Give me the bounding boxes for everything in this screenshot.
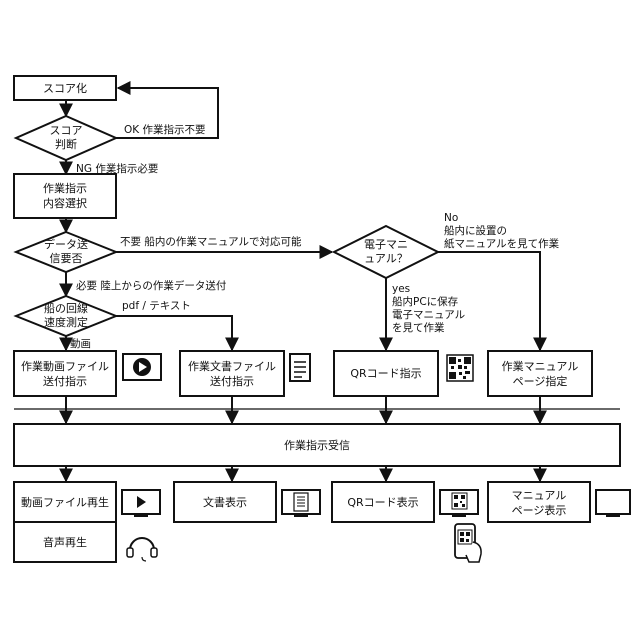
node-manual-display: マニュアル ページ表示 [488,482,590,522]
label-not-needed: 不要 船内の作業マニュアルで対応可能 [120,235,302,248]
node-score: スコア化 [14,76,116,100]
monitor-play-icon [122,490,160,517]
svg-text:作業文書ファイル: 作業文書ファイル [188,359,276,373]
svg-text:作業指示: 作業指示 [43,181,87,195]
node-e-manual: 電子マニ ュアル？ [334,226,438,278]
monitor-blank-icon [596,490,630,517]
smartphone-qr-icon [455,524,481,562]
monitor-document-icon [282,490,320,517]
svg-text:スコア: スコア [50,124,83,137]
node-doc-send: 作業文書ファイル 送付指示 [180,351,284,396]
node-qr-display: QRコード表示 [332,482,434,522]
node-bandwidth: 船の回線 速度測定 [16,296,116,336]
svg-text:送付指示: 送付指示 [43,374,87,388]
svg-text:動画ファイル再生: 動画ファイル再生 [21,495,109,509]
node-audio-play: 音声再生 [14,522,116,562]
node-receive: 作業指示受信 [14,424,620,466]
qr-code-icon [447,355,473,381]
svg-text:音声再生: 音声再生 [43,535,87,549]
svg-text:ページ指定: ページ指定 [513,374,568,388]
svg-text:ページ表示: ページ表示 [512,503,567,517]
svg-text:作業マニュアル: 作業マニュアル [502,360,579,373]
svg-text:内容選択: 内容選択 [43,196,87,210]
svg-text:信要否: 信要否 [50,252,83,265]
document-icon [290,354,310,381]
label-no-line2: 船内に設置の [444,224,507,237]
svg-text:データ送: データ送 [44,237,88,251]
node-video-play: 動画ファイル再生 [14,482,116,522]
node-score-judge: スコア 判断 [16,116,116,160]
label-ok: OK 作業指示不要 [124,123,206,136]
headphones-icon [127,538,157,561]
svg-text:QRコード表示: QRコード表示 [347,495,418,509]
label-yes-line3: 電子マニュアル [392,309,465,321]
svg-text:文書表示: 文書表示 [203,495,247,509]
label-yes-line4: を見て作業 [392,321,445,334]
node-manual-page: 作業マニュアル ページ指定 [488,351,592,396]
svg-text:作業指示受信: 作業指示受信 [284,438,350,452]
svg-text:電子マニ: 電子マニ [364,238,408,251]
label-yes: yes [392,283,410,295]
label-yes-line2: 船内PCに保存 [392,295,459,308]
svg-text:速度測定: 速度測定 [44,315,88,329]
label-no: No [444,212,458,224]
label-needed: 必要 陸上からの作業データ送付 [76,279,226,292]
svg-text:マニュアル: マニュアル [512,489,567,502]
node-qr-instruction: QRコード指示 [334,351,438,396]
node-video-send: 作業動画ファイル 送付指示 [14,351,116,396]
svg-text:船の回線: 船の回線 [44,301,88,315]
label-pdf: pdf / テキスト [122,300,191,312]
svg-text:QRコード指示: QRコード指示 [350,366,421,380]
label-video: 動画 [70,337,91,350]
node-doc-display: 文書表示 [174,482,276,522]
svg-text:ュアル？: ュアル？ [364,252,408,265]
label-no-line3: 紙マニュアルを見て作業 [444,237,560,250]
svg-text:作業動画ファイル: 作業動画ファイル [21,359,109,373]
svg-text:送付指示: 送付指示 [210,374,254,388]
node-select: 作業指示 内容選択 [14,174,116,218]
monitor-qr-icon [440,490,478,517]
svg-text:スコア化: スコア化 [43,81,87,95]
node-data-need: データ送 信要否 [16,232,116,272]
svg-text:判断: 判断 [55,137,77,151]
video-play-icon [123,354,161,380]
